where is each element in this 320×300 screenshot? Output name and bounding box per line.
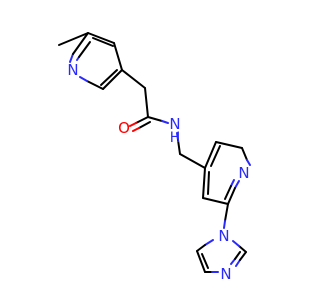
ch2-to-ring2-bond bbox=[179, 153, 206, 169]
n-to-ch2-bond bbox=[177, 139, 181, 155]
ring2-bond-c6-n bbox=[241, 147, 248, 161]
ring2-bond-c3-c4-inner bbox=[207, 171, 210, 195]
ring2-bond-n-c2-n bbox=[234, 180, 240, 189]
ring1-bond-c4-c3-inner bbox=[100, 69, 118, 86]
imid-bond-c5-c4 bbox=[196, 250, 206, 273]
atom-h-amide: H bbox=[170, 130, 181, 146]
ring2-bond-n-c2-inner-n bbox=[230, 179, 235, 187]
molecule-structure: N O N H N N N bbox=[58, 32, 251, 283]
atom-n-amide: N bbox=[169, 115, 180, 133]
imid-bond-n3-c2-inner-n bbox=[230, 258, 236, 265]
imid-bond-n3-c2 bbox=[239, 251, 247, 261]
c2-to-imidazole-bond bbox=[224, 203, 229, 222]
imid-bond-n1-c5 bbox=[196, 244, 206, 252]
c2-to-imidazole-bond-n bbox=[223, 220, 226, 229]
atom-n-imidazole-attached: N bbox=[218, 227, 229, 245]
carbonyl-bond-a-o bbox=[129, 122, 137, 127]
carbonyl-to-n-bond-n bbox=[161, 120, 169, 124]
ring2-bond-c4-c5-inner bbox=[210, 145, 221, 167]
carbonyl-bond-b-o bbox=[132, 127, 140, 132]
imid-bond-c5-c4-inner bbox=[201, 253, 209, 269]
ring1-bond-c2-n bbox=[79, 76, 88, 82]
imidazole-ring bbox=[196, 239, 247, 273]
ring1-bond-c4-c3 bbox=[102, 69, 123, 90]
imid-bond-n3-c2-inner bbox=[234, 251, 241, 260]
ring2-bond-c4-c5 bbox=[204, 141, 217, 169]
ring1-bond-n-c1-inner2 bbox=[78, 41, 91, 58]
ring1-bond-c3-c2 bbox=[86, 80, 104, 90]
ring2-bond-c6-n-n bbox=[246, 159, 251, 166]
methyl-bond bbox=[58, 32, 89, 46]
imidazole-link bbox=[223, 203, 229, 229]
methylpyridine-ring bbox=[58, 32, 123, 90]
ring1-bond-c5-c4 bbox=[113, 42, 123, 71]
imid-bond-n1-c5-n bbox=[204, 239, 214, 246]
carbonyl-to-n-bond bbox=[147, 116, 163, 122]
atom-o-carbonyl: O bbox=[118, 119, 130, 137]
ring2-bond-n-c2-inner bbox=[224, 185, 232, 200]
pyridine-ring-2 bbox=[202, 141, 251, 205]
ring2-bond-c5-c6 bbox=[215, 141, 243, 149]
ring1-bond-n-c1 bbox=[72, 32, 89, 55]
atom-n-imidazole-free: N bbox=[220, 265, 231, 283]
ch2-to-carbonyl-bond bbox=[144, 87, 149, 118]
atom-n-pyridine2: N bbox=[238, 164, 249, 182]
n-to-ch2-bond-n bbox=[176, 132, 179, 141]
ring2-bond-c3-c4 bbox=[202, 167, 206, 199]
atom-labels: N O N H N N N bbox=[67, 61, 249, 283]
amide-linker bbox=[121, 69, 206, 169]
carbonyl-bond-a bbox=[135, 116, 149, 124]
atom-n-methylpyridine: N bbox=[67, 61, 78, 79]
ch2-bond-1 bbox=[121, 69, 146, 89]
imid-bond-n3-c2-n bbox=[235, 259, 241, 267]
ring1-bond-c6-c5 bbox=[87, 32, 115, 44]
carbonyl-bond-b bbox=[138, 121, 151, 129]
ring1-bond-n-c1a bbox=[69, 53, 74, 63]
imid-bond-c2-n1 bbox=[238, 245, 247, 253]
ring1-bond-c6-c5-inner bbox=[92, 37, 114, 47]
molecule-canvas: N O N H N N N bbox=[58, 32, 251, 283]
imid-bond-c2-n1-n bbox=[232, 240, 240, 247]
ring2-bond-n-c2 bbox=[227, 187, 236, 205]
ring2-bond-c2-c3 bbox=[202, 197, 229, 205]
